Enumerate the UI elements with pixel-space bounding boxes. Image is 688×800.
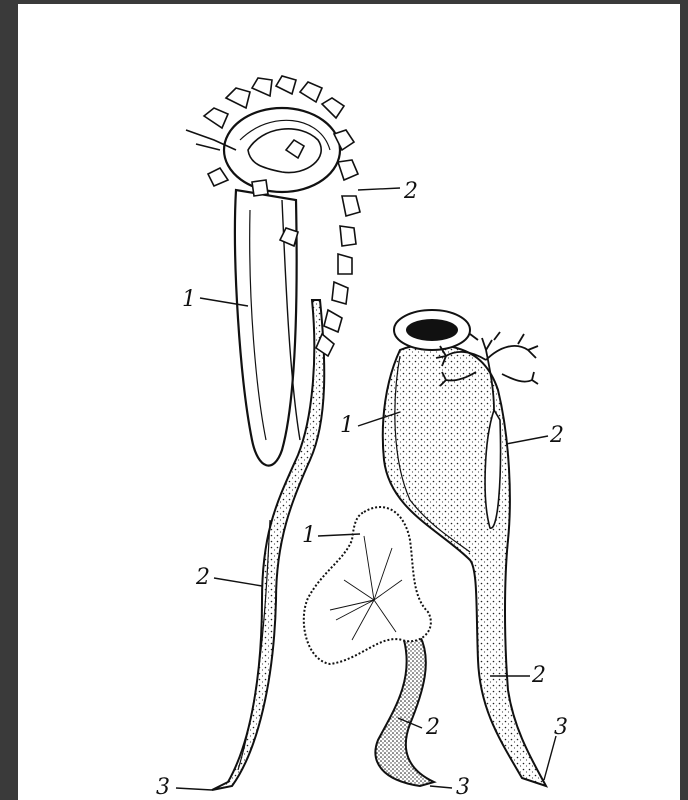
tall-polyp: [186, 76, 360, 790]
label-tall-1: 1: [182, 287, 196, 312]
label-tall-2-bottom: 2: [195, 565, 210, 590]
middle-specimen: [304, 507, 434, 786]
label-mid-2: 2: [425, 715, 440, 740]
label-right-1: 1: [340, 413, 354, 438]
middle-stalk: [375, 636, 434, 786]
label-right-2-bottom: 2: [531, 663, 546, 688]
label-right-2-top: 2: [549, 423, 564, 448]
middle-body: [304, 507, 431, 664]
label-mid-3: 3: [456, 775, 470, 800]
label-mid-1: 1: [302, 523, 316, 548]
label-right-3: 3: [554, 715, 568, 740]
label-tall-2-top: 2: [403, 179, 418, 204]
label-tall-3: 3: [156, 775, 170, 800]
